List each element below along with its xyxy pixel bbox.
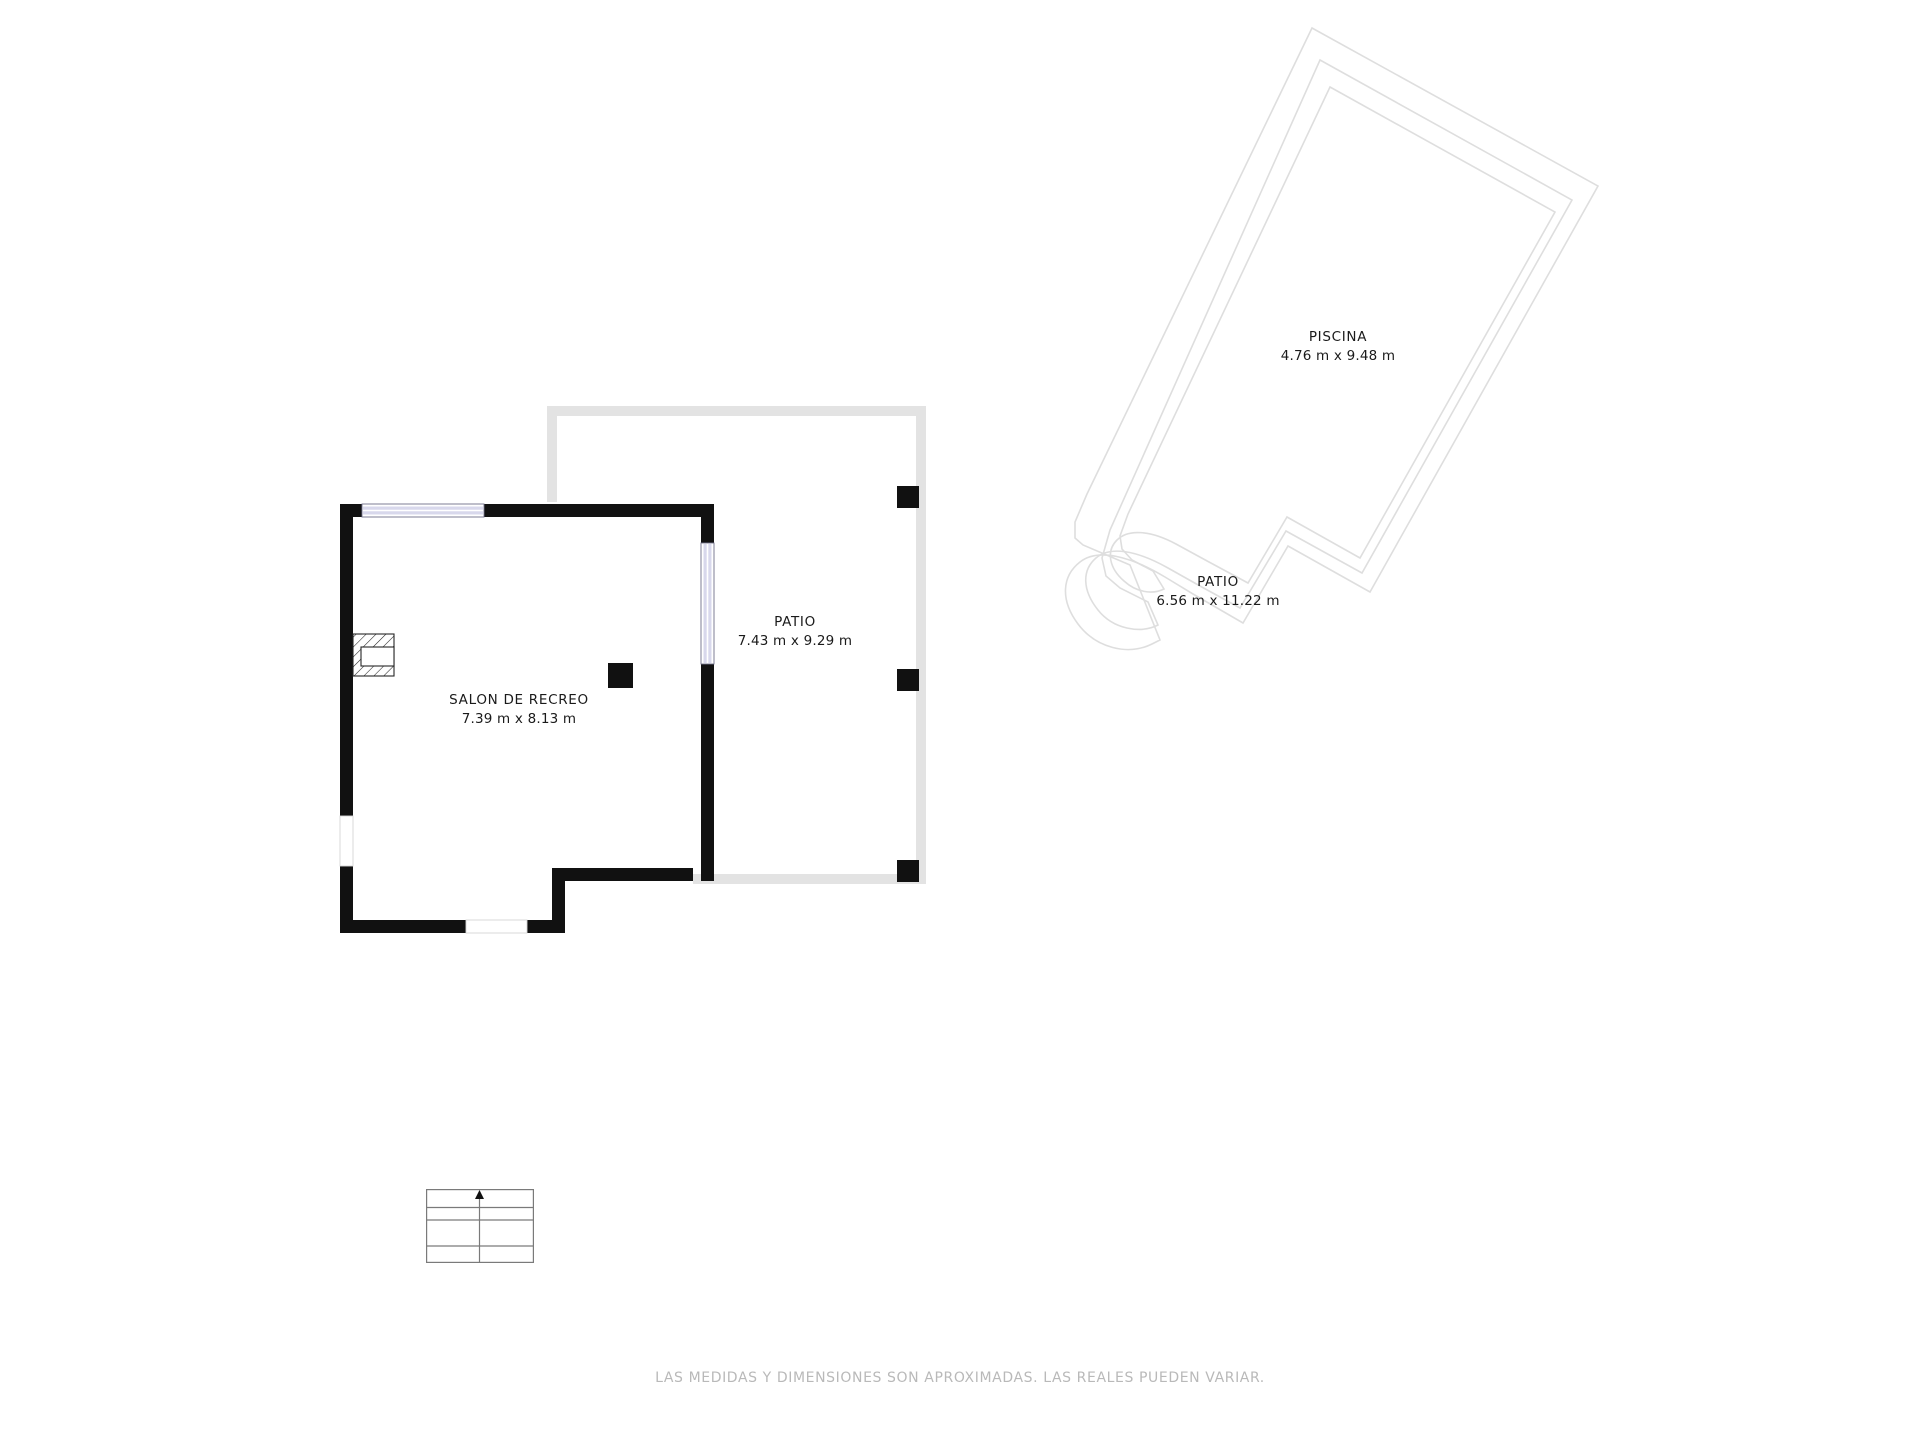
patio-main-outline: [547, 406, 926, 884]
room-name-patio-pool: PATIO: [1197, 574, 1239, 590]
interior-post: [608, 663, 633, 688]
column-3: [897, 860, 919, 882]
room-name-piscina: PISCINA: [1308, 329, 1368, 345]
room-dims-patio-pool: 6.56 m x 11.22 m: [1156, 593, 1280, 610]
north-arrow-icon: [475, 1190, 484, 1199]
room-dims-piscina: 4.76 m x 9.48 m: [1280, 348, 1396, 365]
room-label-piscina: PISCINA 4.76 m x 9.48 m: [1281, 329, 1396, 366]
column-2: [897, 669, 919, 691]
fireplace: [352, 633, 395, 677]
room-dims-salon: 7.39 m x 8.13 m: [461, 711, 577, 728]
door-opening-bottom: [465, 919, 528, 934]
room-label-patio-main: PATIO 7.43 m x 9.29 m: [738, 614, 853, 651]
room-dims-patio-main: 7.43 m x 9.29 m: [737, 633, 853, 650]
room-label-patio-pool: PATIO 6.56 m x 11.22 m: [1156, 574, 1279, 611]
room-label-salon: SALON DE RECREO 7.39 m x 8.13 m: [449, 692, 589, 729]
disclaimer-text: LAS MEDIDAS Y DIMENSIONES SON APROXIMADA…: [655, 1370, 1265, 1386]
patio-columns: [897, 486, 919, 882]
pool-area-outline: [1064, 26, 1600, 651]
room-name-salon: SALON DE RECREO: [449, 692, 589, 708]
window-right: [700, 542, 715, 665]
door-opening-left: [339, 815, 354, 867]
column-1: [897, 486, 919, 508]
window-top: [361, 503, 485, 518]
salon-walls: [340, 504, 714, 933]
room-name-patio-main: PATIO: [774, 614, 816, 630]
north-arrow-indicator: [426, 1189, 534, 1263]
